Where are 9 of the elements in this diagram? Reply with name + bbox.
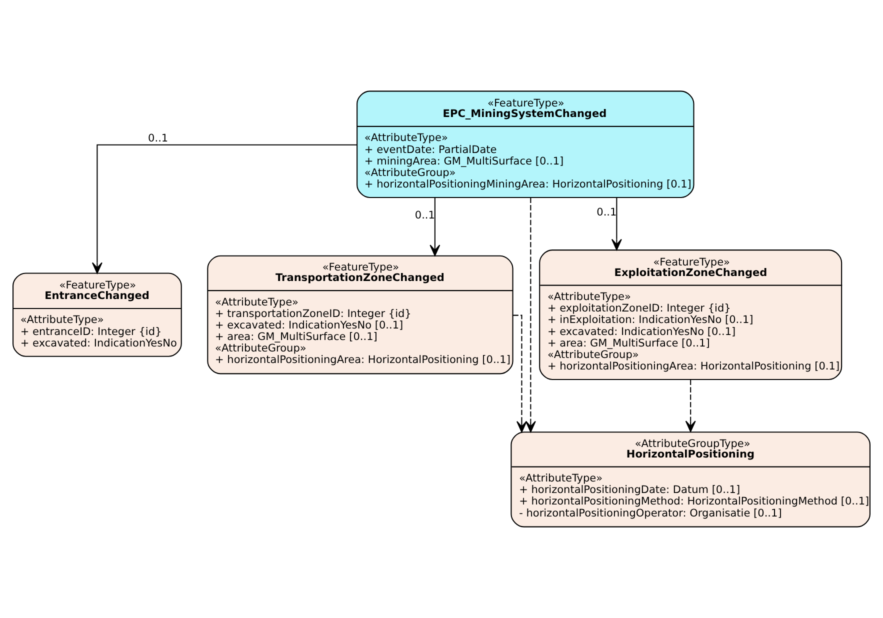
arrow [513, 314, 527, 432]
arrow [611, 198, 622, 250]
edge-label: 0..1 [414, 209, 435, 222]
arrow [685, 380, 696, 432]
edge-label: 0..1 [596, 206, 617, 218]
arrow [92, 144, 357, 274]
edge-label: 0..1 [148, 132, 168, 145]
arrow [430, 198, 440, 256]
arrow [525, 198, 536, 432]
